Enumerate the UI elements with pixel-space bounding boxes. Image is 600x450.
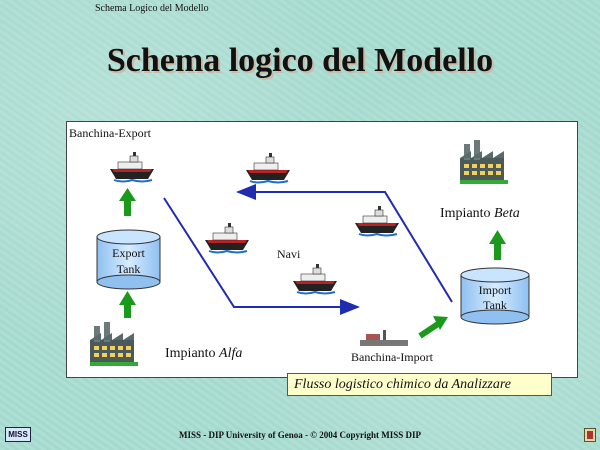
import-tank-label-1: Import (478, 283, 512, 297)
banchina-import-label: Banchina-Import (351, 350, 433, 364)
caption-box: Flusso logistico chimico da Analizzare (287, 373, 552, 396)
miss-logo: MISS (5, 427, 31, 442)
navi-label: Navi (277, 247, 301, 261)
impianto-alfa-label: Impianto Alfa (165, 346, 243, 361)
seal-icon (584, 428, 596, 442)
green-arrow-up-import (489, 230, 506, 260)
factory-beta-icon (460, 140, 508, 184)
harbor-icon (360, 330, 408, 346)
ship-icon (245, 152, 291, 184)
impianto-beta-label: Impianto Beta (440, 206, 520, 221)
flow-line-to-import (163, 197, 360, 315)
export-tank-icon (96, 229, 161, 290)
export-dock-ship-icon (109, 151, 155, 183)
flow-line-to-export (236, 184, 453, 303)
ship-icon (292, 263, 338, 295)
green-arrow-up-export-tank (119, 291, 136, 318)
ship-icon (354, 205, 400, 237)
ship-icon (204, 222, 250, 254)
green-arrow-diagonal (418, 316, 448, 339)
export-tank-label-2: Tank (116, 262, 141, 276)
slide-header: Schema Logico del Modello (95, 3, 209, 14)
green-arrow-up-export (119, 188, 136, 216)
factory-alfa-icon (90, 322, 138, 366)
import-tank-label-2: Tank (483, 298, 507, 312)
slide-title: Schema logico del Modello (106, 42, 494, 79)
footer-copyright: MISS - DIP University of Genoa - © 2004 … (179, 430, 421, 440)
import-tank-icon (460, 267, 530, 325)
export-tank-label-1: Export (112, 246, 145, 260)
banchina-export-label: Banchina-Export (69, 126, 151, 140)
